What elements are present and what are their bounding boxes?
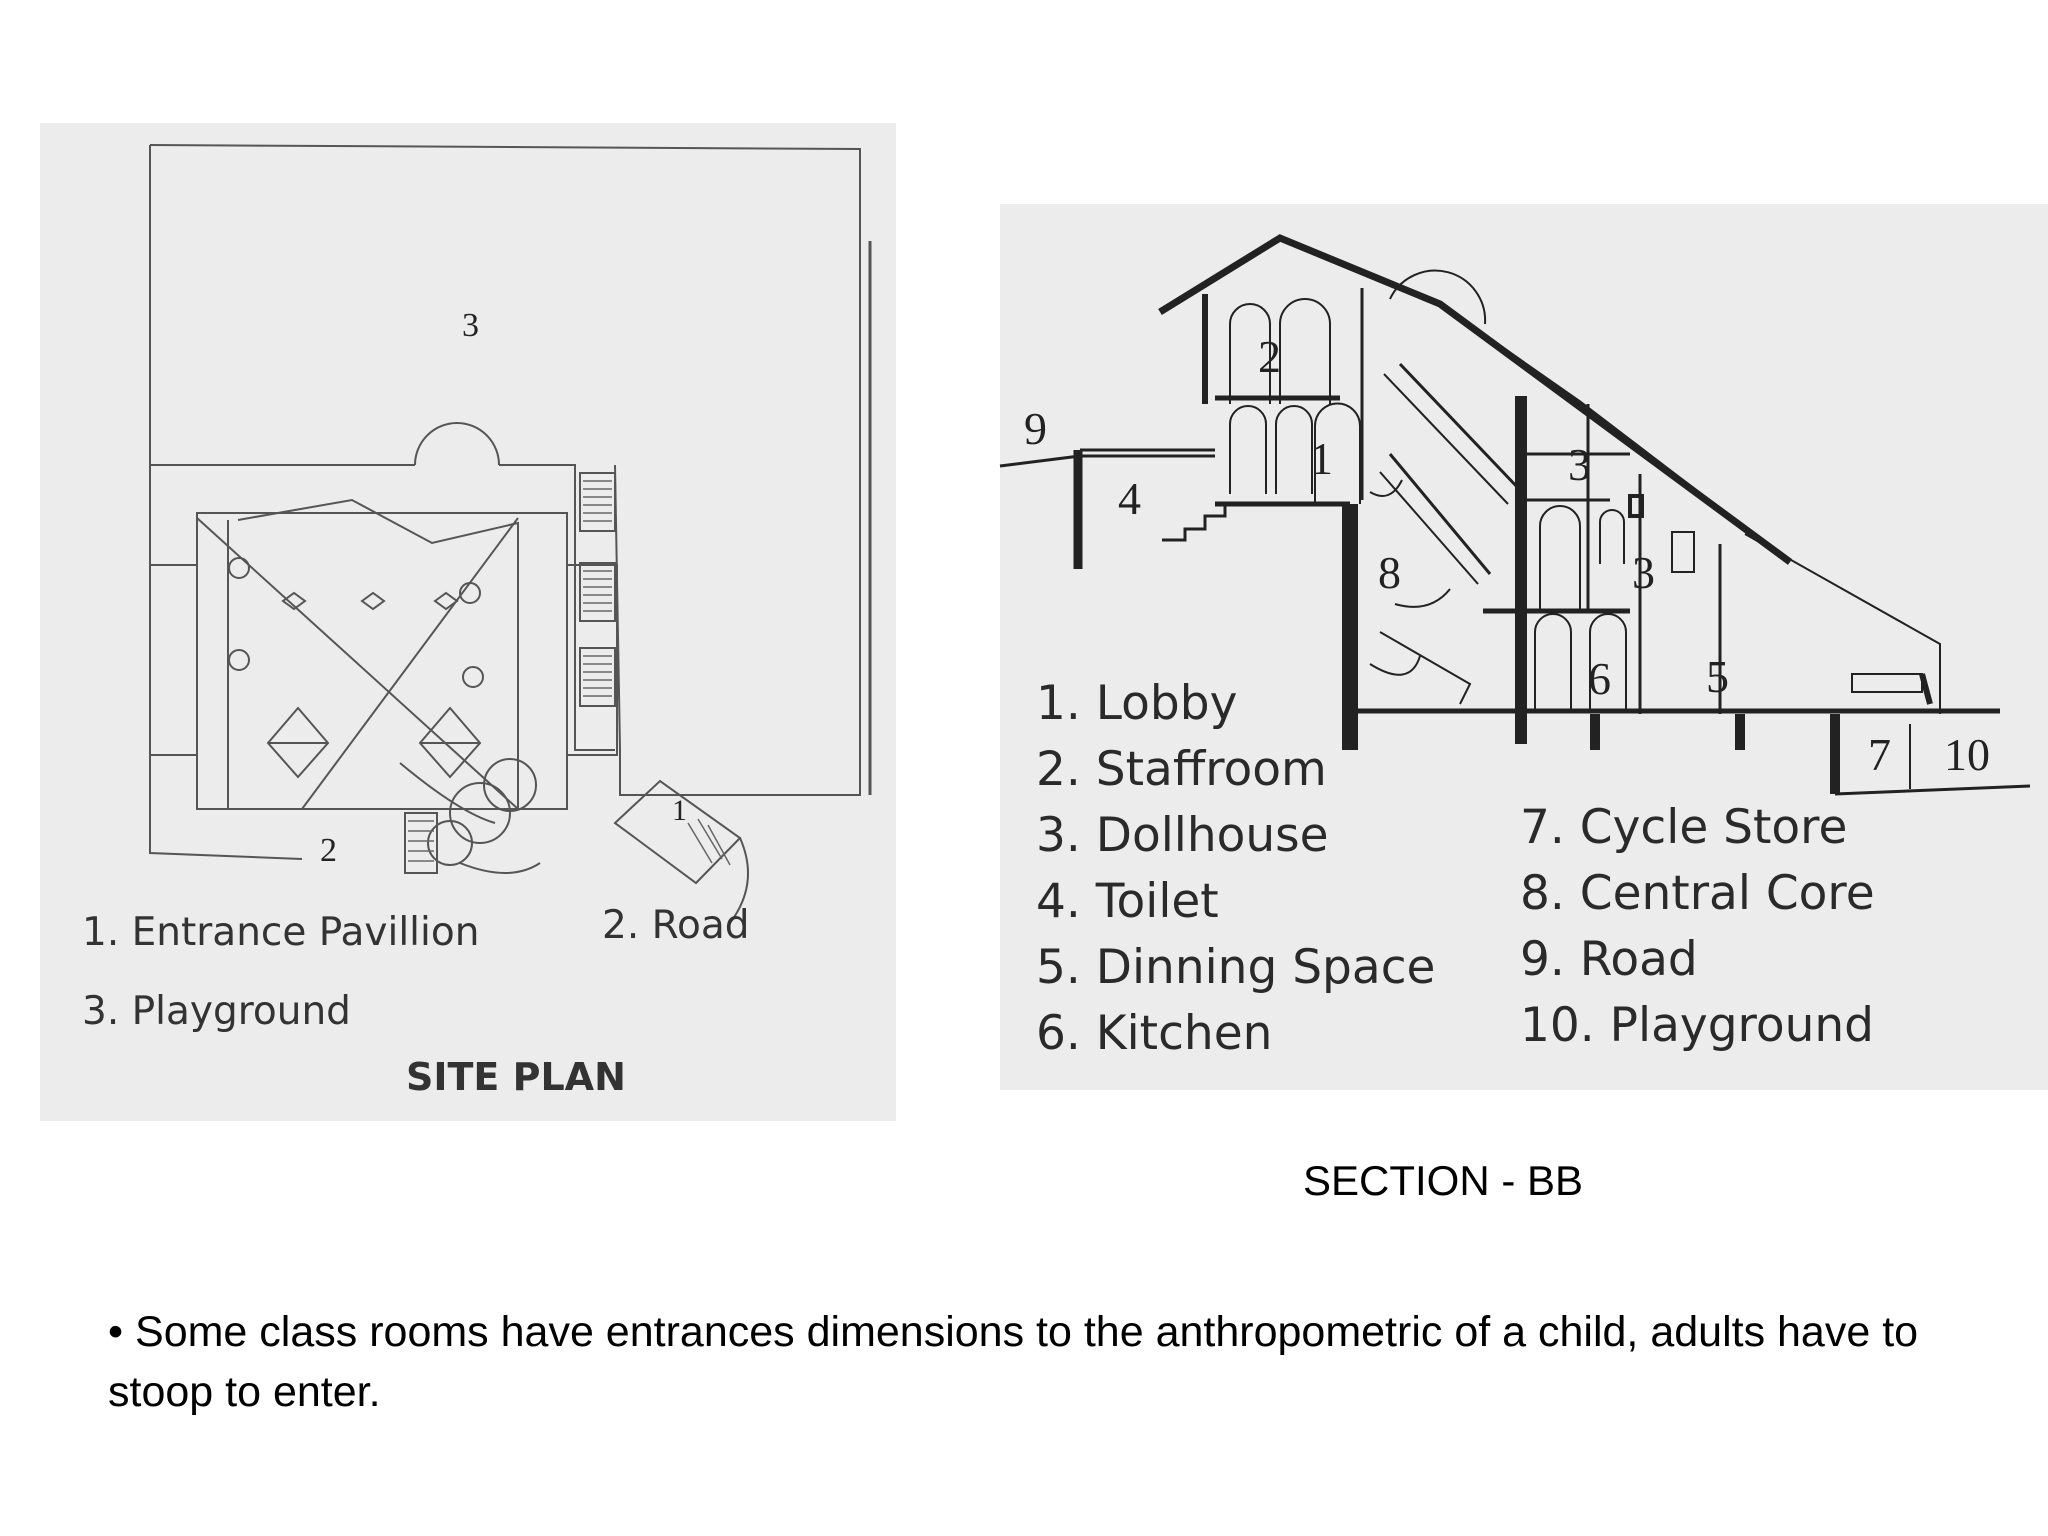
section-room-6: 6: [1588, 653, 1611, 704]
section-legend-playground: 10. Playground: [1520, 998, 1874, 1053]
site-boundary: [149, 144, 861, 796]
section-room-3-lower: 3: [1632, 547, 1655, 598]
bullet-point: •: [108, 1308, 124, 1356]
section-room-5: 5: [1706, 651, 1729, 702]
site-plan-title: SITE PLAN: [406, 1055, 626, 1099]
section-legend-lobby: 1. Lobby: [1036, 676, 1238, 731]
section-legend-toilet: 4. Toilet: [1036, 874, 1219, 929]
section-room-1: 1: [1310, 433, 1333, 484]
section-title: SECTION - BB: [1303, 1157, 1584, 1204]
roof: [1158, 234, 1793, 565]
section-room-4: 4: [1118, 473, 1141, 524]
section-legend-dollhouse: 3. Dollhouse: [1036, 808, 1329, 863]
section-room-8: 8: [1378, 547, 1401, 598]
site-label-3: 3: [462, 307, 479, 344]
section-legend-cycle-store: 7. Cycle Store: [1520, 800, 1848, 855]
note-text: Some class rooms have entrances dimensio…: [108, 1308, 1919, 1416]
section-room-7: 7: [1868, 729, 1891, 780]
section-legend-central-core: 8. Central Core: [1520, 866, 1875, 921]
section-bb-panel: 2 1 3 3 4 8 6 5 7 10 9 1. Lobby 2. Staff…: [999, 204, 2048, 1090]
steps: [404, 472, 616, 874]
site-legend-entrance-pavillion: 1. Entrance Pavillion: [82, 910, 480, 955]
site-legend-road: 2. Road: [602, 903, 750, 948]
section-legend-dinning-space: 5. Dinning Space: [1036, 940, 1436, 995]
site-plan-drawing: 3 2 1: [149, 144, 872, 924]
section-room-2: 2: [1258, 331, 1281, 382]
section-room-3-upper: 3: [1568, 439, 1591, 490]
site-label-2: 2: [320, 832, 337, 869]
note-paragraph: • Some class rooms have entrances dimens…: [108, 1302, 1958, 1422]
site-label-1: 1: [672, 794, 687, 827]
section-drawing: 2 1 3 3 4 8 6 5 7 10 9: [999, 234, 2031, 796]
section-room-9: 9: [1024, 403, 1047, 454]
section-legend-kitchen: 6. Kitchen: [1036, 1006, 1273, 1061]
apse: [414, 422, 500, 466]
section-legend-staffroom: 2. Staffroom: [1036, 742, 1327, 797]
site-legend-playground: 3. Playground: [82, 989, 351, 1034]
building-outline: [149, 145, 415, 466]
site-plan-panel: 3 2 1 1. Entrance Pavillion 2. Road 3. P…: [40, 123, 896, 1121]
section-room-10: 10: [1944, 729, 1990, 780]
section-legend-road: 9. Road: [1520, 932, 1698, 987]
